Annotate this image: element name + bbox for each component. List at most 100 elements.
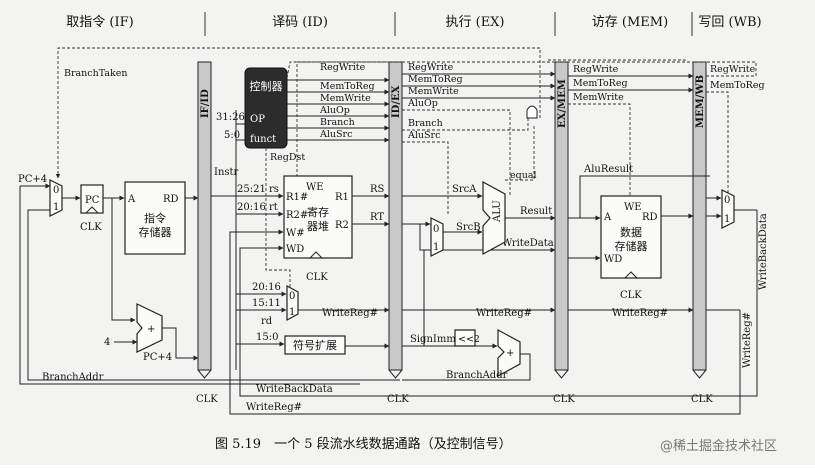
bits-rt2: 20:16 <box>252 282 281 293</box>
id-control-signals: RegWrite MemToReg MemWrite AluOp Branch … <box>265 61 390 288</box>
wb-regwrite: RegWrite <box>710 64 756 75</box>
imem-name2: 存储器 <box>139 225 172 239</box>
writeback-data-vlabel: WriteBackData <box>758 213 769 290</box>
ex-datapath: SrcA WriteData 0 1 SrcB ALU Result Write… <box>402 180 556 381</box>
op-bits-label: 31:26 <box>216 112 245 123</box>
pipeline-register-id-ex: ID/EX CLK <box>387 61 409 405</box>
writereg-feedback-line <box>229 231 741 415</box>
dmem-rd: RD <box>642 212 658 223</box>
writeback-data-label: WriteBackData <box>256 384 333 395</box>
rf-r2n: R2# <box>286 210 308 221</box>
control-unit-title: 控制器 <box>250 79 283 93</box>
rf-we: WE <box>306 182 324 193</box>
writereg-vlabel: WriteReg# <box>742 312 753 368</box>
clk-label: CLK <box>196 394 218 405</box>
wb-control-signals: RegWrite MemToReg <box>296 61 765 200</box>
srca-label: SrcA <box>452 184 477 195</box>
funct-bits-label: 5:0 <box>224 130 240 141</box>
bits-imm: 15:0 <box>256 332 278 343</box>
and-gate <box>526 105 538 119</box>
result-label: Result <box>520 206 552 217</box>
rf-r1: R1 <box>335 192 349 203</box>
mem-datapath: AluResult WE A RD WD 数据 存储器 CLK WriteReg… <box>568 164 710 319</box>
mem-memwrite: MemWrite <box>573 92 624 103</box>
stage-mem-label: 访存 (MEM) <box>592 15 668 30</box>
clk-label: CLK <box>691 394 713 405</box>
pipeline-register-ex-mem: EX/MEM CLK <box>553 61 575 405</box>
sign-extend-label: 符号扩展 <box>293 338 337 352</box>
control-op-label: OP <box>250 114 265 125</box>
stage-if-label: 取指令 (IF) <box>66 15 133 30</box>
regdst-mux-1: 1 <box>289 307 295 318</box>
stage-header: 取指令 (IF) 译码 (ID) 执行 (EX) 访存 (MEM) 写回 (WB… <box>66 12 762 36</box>
ctrl-aluop: AluOp <box>319 105 350 116</box>
data-memory <box>600 195 662 279</box>
instr-label: Instr <box>214 167 239 178</box>
branch-taken-line <box>55 47 541 179</box>
rf-name2: 器堆 <box>307 220 329 233</box>
alu-label: ALU <box>492 200 503 223</box>
regdst-label: RegDst <box>270 152 305 163</box>
mem-memtoreg: MemToReg <box>573 78 628 89</box>
writereg-feedback-label: WriteReg# <box>246 402 302 413</box>
id-datapath: Instr 25:21 rs 20:16 rt WE R1# R2# W# WD… <box>211 167 390 283</box>
equal-label: equal <box>510 170 537 181</box>
srcb-mux-0: 0 <box>433 224 439 235</box>
ctrl-memwrite: MemWrite <box>320 93 371 104</box>
dmem-name2: 存储器 <box>615 239 648 253</box>
shift-label: <<2 <box>458 334 480 345</box>
imem-a: A <box>127 194 136 205</box>
ex-memwrite: MemWrite <box>408 86 459 97</box>
rf-wd: WD <box>286 244 304 255</box>
stage-wb-label: 写回 (WB) <box>698 15 761 30</box>
rt-name: rt <box>269 202 278 213</box>
writereg-mem-label: WriteReg# <box>612 308 668 319</box>
ex-control-signals: RegWrite MemToReg MemWrite AluOp Branch … <box>402 62 556 216</box>
instruction-memory: A RD 指令 存储器 <box>124 181 199 255</box>
mem-control-signals: RegWrite MemToReg MemWrite <box>548 59 694 196</box>
branch-adder <box>497 328 521 378</box>
pc-mux-0: 0 <box>53 185 59 196</box>
wb-memtoreg: MemToReg <box>710 80 765 91</box>
control-unit: 控制器 OP funct 31:26 5:0 <box>216 67 288 370</box>
clk-label: CLK <box>387 394 409 405</box>
branch-addr-label: BranchAddr <box>42 372 104 383</box>
wb-mux-1: 1 <box>724 214 730 225</box>
dmem-a: A <box>603 212 612 223</box>
pc-plus4-input-label: PC+4 <box>18 174 47 185</box>
sign-extend: 15:0 符号扩展 <box>236 332 390 355</box>
pc-plus4-label: PC+4 <box>143 352 172 363</box>
branchaddr-ex-label: BranchAddr <box>446 370 508 381</box>
pc-register: PC CLK <box>62 184 136 323</box>
pipeline-register-if-id: IF/ID CLK <box>196 61 218 405</box>
if-id-label: IF/ID <box>200 89 211 118</box>
pc-clk: CLK <box>80 222 102 233</box>
wb-mux-0: 0 <box>724 195 730 206</box>
pc-mux: 0 1 PC+4 BranchAddr <box>18 174 400 385</box>
ctrl-branch: Branch <box>320 117 355 128</box>
ex-mem-label: EX/MEM <box>557 79 568 128</box>
id-ex-label: ID/EX <box>391 85 402 118</box>
writeback-data-line <box>239 210 758 397</box>
imem-rd: RD <box>163 194 179 205</box>
pipeline-register-mem-wb: MEM/WB CLK <box>691 61 713 405</box>
stage-id-label: 译码 (ID) <box>272 15 328 30</box>
rf-r2: R2 <box>335 220 349 231</box>
bits-rd: 15:11 <box>252 298 281 309</box>
dmem-clk: CLK <box>620 290 642 301</box>
figure-caption: 图 5.19 一个 5 段流水线数据通路（及控制信号） <box>215 436 512 452</box>
dmem-we: WE <box>624 202 642 213</box>
rf-r1n: R1# <box>286 192 308 203</box>
ex-regwrite: RegWrite <box>408 62 454 73</box>
stage-ex-label: 执行 (EX) <box>445 15 504 30</box>
rd-name: rd <box>261 316 273 327</box>
ctrl-regwrite: RegWrite <box>320 62 366 73</box>
rf-wn: W# <box>286 228 305 239</box>
wb-datapath: 0 1 WriteBackData WriteReg# <box>706 189 769 368</box>
control-funct-label: funct <box>250 134 276 145</box>
regdst-mux: 20:16 15:11 rd 0 1 WriteReg# <box>236 282 390 327</box>
ex-memtoreg: MemToReg <box>408 74 463 85</box>
srcb-label: SrcB <box>456 222 481 233</box>
four-label: 4 <box>104 337 110 348</box>
